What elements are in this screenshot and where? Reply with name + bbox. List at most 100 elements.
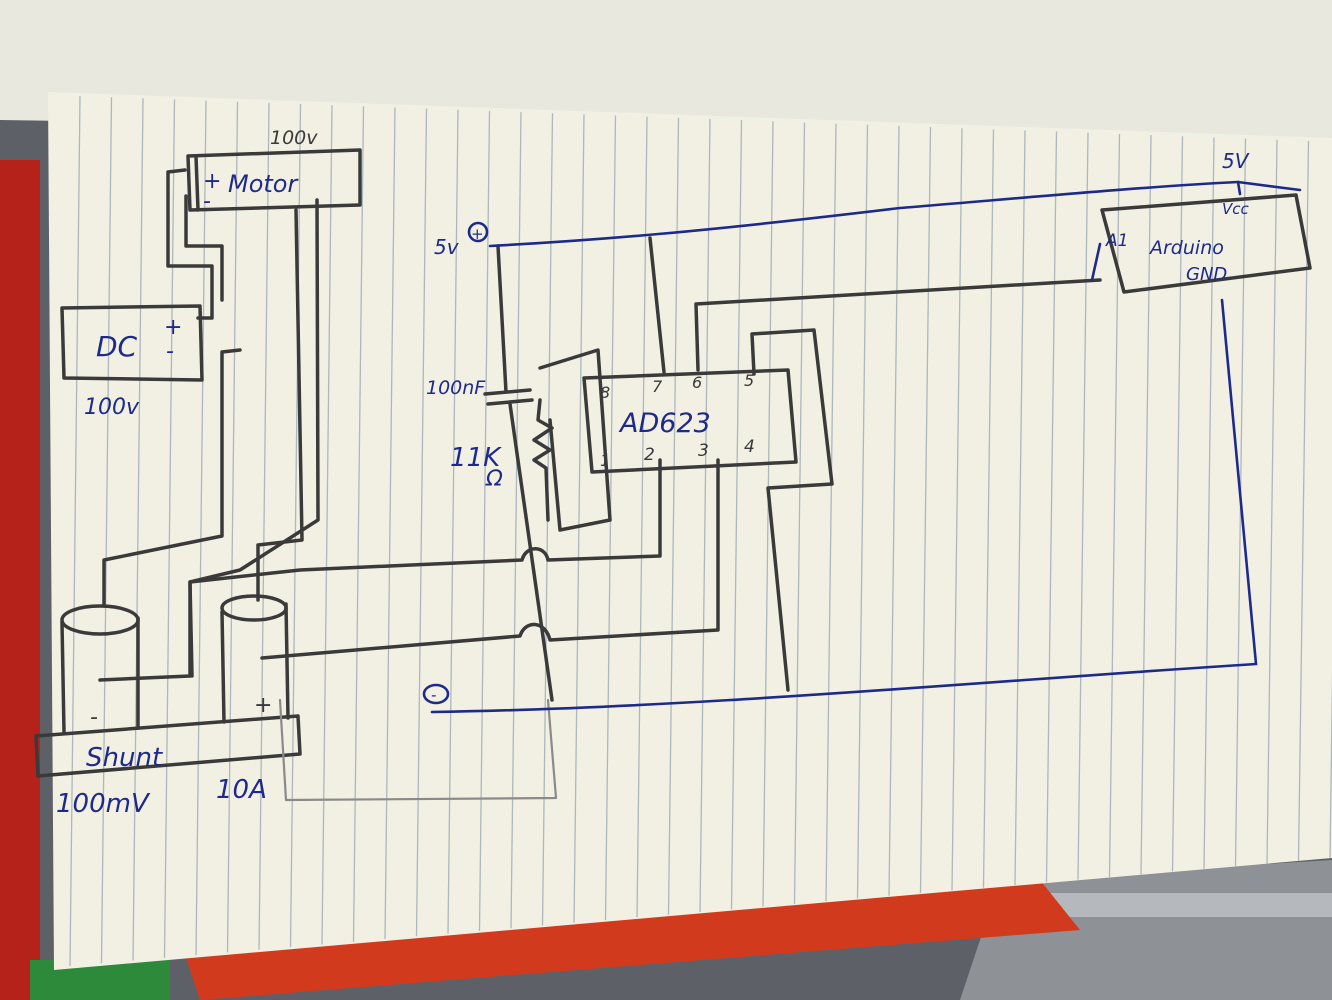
chip-name-label: AD623 (618, 408, 711, 439)
motor-minus-label: - (203, 189, 211, 214)
ruled-line (447, 109, 459, 934)
ruled-line (762, 121, 774, 907)
wire-5v-vcc (488, 180, 1242, 248)
ruled-line (1045, 131, 1058, 883)
ruled-line (289, 104, 302, 948)
pin5-label: 5 (744, 371, 754, 390)
shunt-left-post (60, 616, 140, 734)
pin6-label: 6 (692, 373, 702, 392)
ruled-line (195, 100, 207, 956)
ruled-line (667, 117, 680, 915)
ruled-line (793, 122, 806, 904)
arduino-a1-label: A1 (1105, 231, 1128, 251)
wire-5v-capacitor (496, 244, 508, 394)
wire-dc-minus-shunt (102, 348, 242, 607)
motor-end-line (194, 154, 200, 212)
ruled-line (258, 102, 270, 950)
supply-plus-label: + (471, 225, 484, 243)
shunt-left-post-top (60, 604, 140, 636)
ruled-line (573, 114, 585, 923)
capacitor-plates (483, 388, 534, 406)
supply-minus-circle (422, 683, 450, 705)
ruled-line (321, 105, 333, 945)
ruled-line (100, 97, 113, 964)
resistor-value-label: 11K (450, 443, 502, 473)
wire-motor-minus (184, 194, 224, 302)
wire-pin5-pin4-ground (750, 328, 834, 692)
shunt-right-post (220, 602, 290, 724)
resistor-zigzag (532, 398, 554, 522)
pin1-label: 1 (600, 451, 610, 470)
notebook-page (48, 92, 1332, 970)
ruled-line (1266, 139, 1278, 864)
ruled-line (1171, 136, 1184, 872)
wire-motor-plus-dc-plus (166, 168, 214, 320)
shunt-mv-label: 100mV (56, 789, 151, 819)
wire-vcc-extend (1236, 180, 1302, 192)
ruled-line (1077, 132, 1089, 880)
ruled-line (919, 127, 932, 894)
ruled-line (384, 107, 396, 940)
ruled-lines (69, 95, 1332, 967)
arduino-5v-label: 5V (1222, 149, 1250, 173)
shunt-right-post-top (220, 594, 288, 622)
pin8-label: 8 (600, 383, 610, 402)
ruled-line (352, 106, 365, 942)
wire-shunt-plus-pin3 (260, 458, 720, 660)
motor-name-label: Motor (228, 170, 299, 198)
motor-plus-label: + (203, 169, 221, 194)
ruled-line (478, 110, 491, 931)
supply-plus-circle (467, 221, 489, 243)
green-object (30, 960, 170, 1000)
capacitor-label: 100nF (426, 377, 486, 399)
ruled-line (888, 125, 900, 896)
ruled-line (982, 129, 995, 888)
wire-a1-stub (1090, 242, 1102, 282)
ruled-line (699, 118, 711, 913)
ruled-line (730, 120, 743, 910)
ruled-line (636, 116, 648, 918)
wire-gain-resistor-loop (538, 348, 612, 532)
notebook-cover (0, 160, 40, 1000)
dc-plus-label: + (164, 315, 182, 340)
motor-voltage-label: 100v (270, 127, 318, 149)
ruled-line (226, 101, 239, 953)
wire-pin6-a1 (694, 278, 1102, 372)
ruled-line (1297, 140, 1310, 861)
pin3-label: 3 (698, 441, 709, 461)
pin7-label: 7 (652, 377, 663, 396)
ruled-line (510, 112, 522, 929)
erased-pencil-box (278, 698, 558, 802)
ruled-line (1014, 130, 1026, 886)
arduino-box (1100, 193, 1312, 294)
pin2-label: 2 (644, 445, 655, 465)
ruled-line (1203, 137, 1215, 869)
shunt-plus-label: + (254, 693, 272, 718)
ruled-line (132, 98, 144, 961)
shunt-base (34, 714, 302, 778)
arduino-gnd-label: GND (1186, 264, 1227, 285)
resistor-unit-label: Ω (485, 467, 503, 492)
dc-name-label: DC (96, 330, 138, 363)
wire-capacitor-ground (508, 402, 554, 702)
motor-body (186, 148, 362, 212)
arduino-vcc-label: Vcc (1222, 200, 1250, 218)
pencil-wiring (34, 148, 1312, 802)
elastic-band (180, 880, 1080, 1000)
dc-voltage-label: 100v (84, 395, 140, 420)
ink-wiring (422, 180, 1302, 714)
supply-5v-label: 5v (434, 235, 460, 259)
wire-pin7-5v (648, 236, 666, 374)
ad623-chip (582, 368, 798, 474)
arduino-name-label: Arduino (1148, 237, 1224, 259)
ruled-line (856, 124, 869, 899)
pin4-label: 4 (744, 437, 755, 457)
supply-minus-label: - (431, 686, 436, 704)
ruled-line (1140, 135, 1152, 875)
ruled-line (1108, 133, 1121, 877)
dc-source-box (60, 304, 204, 382)
shunt-name-label: Shunt (86, 743, 163, 773)
ruled-line (825, 123, 837, 902)
dc-minus-label: - (166, 339, 174, 364)
